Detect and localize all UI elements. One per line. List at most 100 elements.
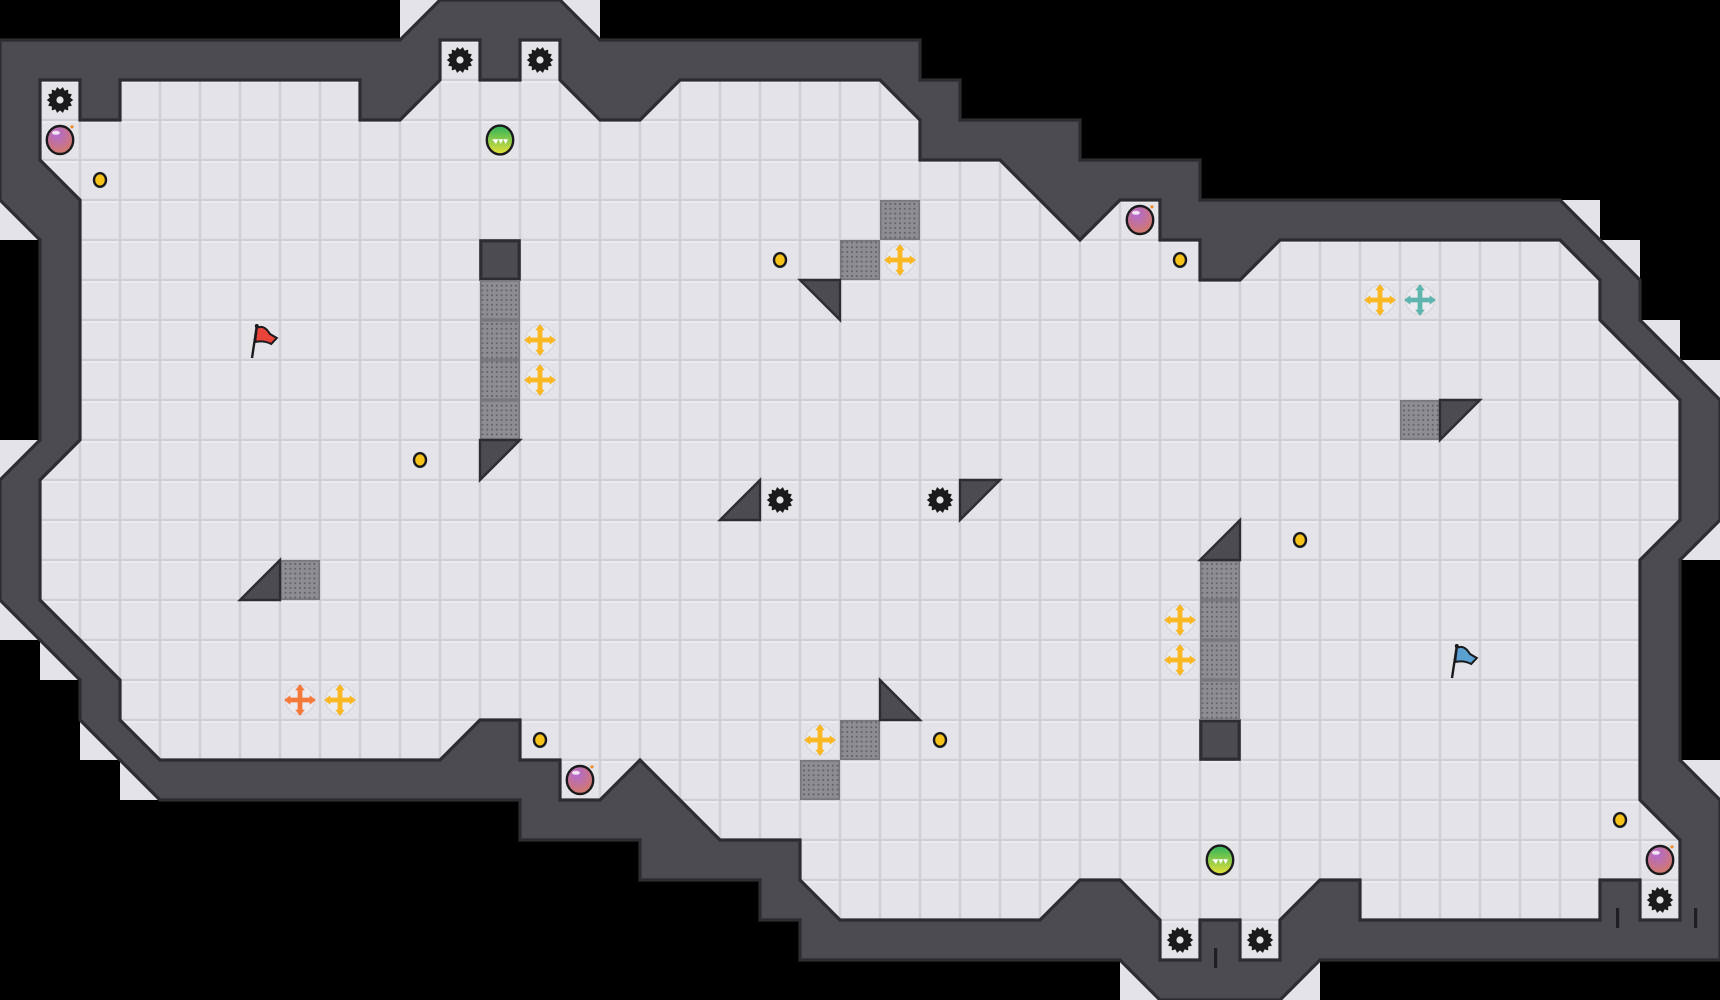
- arrow-head: [1189, 655, 1196, 665]
- gear-hazard-icon[interactable]: [926, 487, 954, 513]
- move-cross: [330, 690, 350, 710]
- arrow-head: [324, 695, 331, 705]
- bomb-shine: [1132, 210, 1140, 215]
- gear-hazard-icon[interactable]: [1246, 927, 1274, 953]
- move-arrows-icon[interactable]: [1364, 284, 1396, 316]
- coin-icon[interactable]: [772, 251, 788, 268]
- gear-hole: [936, 496, 944, 504]
- arrow-head: [1189, 615, 1196, 625]
- move-cross: [890, 250, 910, 270]
- grate-block: [1200, 600, 1241, 641]
- arrow-head: [549, 335, 556, 345]
- move-arrows-icon[interactable]: [324, 684, 356, 716]
- bomb-body: [45, 124, 75, 156]
- arrow-head: [335, 709, 345, 716]
- bomb-fuse: [1150, 205, 1154, 209]
- move-arrows-icon[interactable]: [1164, 604, 1196, 636]
- arrow-head: [1375, 284, 1385, 291]
- bomb-shine: [52, 130, 60, 135]
- move-cross: [530, 370, 550, 390]
- arrow-head: [1175, 629, 1185, 636]
- coin-icon[interactable]: [92, 171, 108, 188]
- move-arrows-icon[interactable]: [1404, 284, 1436, 316]
- arrow-head: [895, 244, 905, 251]
- arrow-head: [1415, 309, 1425, 316]
- coin-icon[interactable]: [1292, 531, 1308, 548]
- coin-icon[interactable]: [932, 731, 948, 748]
- move-arrows-icon[interactable]: [524, 324, 556, 356]
- arrow-head: [804, 735, 811, 745]
- green-orb-icon[interactable]: [485, 124, 515, 156]
- arrow-head: [524, 375, 531, 385]
- move-arrows-icon[interactable]: [284, 684, 316, 716]
- wall-mark: [1694, 908, 1698, 928]
- gear-hole: [1256, 936, 1264, 944]
- grate-block: [480, 279, 521, 320]
- grate-block: [1200, 560, 1241, 601]
- grate-block: [1200, 680, 1241, 721]
- arrow-head: [335, 684, 345, 691]
- gear-hole: [776, 496, 784, 504]
- arrow-head: [1175, 644, 1185, 651]
- move-cross: [1170, 610, 1190, 630]
- gear-hazard-icon[interactable]: [446, 47, 474, 73]
- move-cross: [810, 730, 830, 750]
- arrow-head: [309, 695, 316, 705]
- floor-area[interactable]: [38, 38, 1682, 962]
- grate-block: [880, 199, 921, 240]
- flag-cloth: [254, 325, 279, 346]
- move-arrows-icon[interactable]: [804, 724, 836, 756]
- bomb-icon[interactable]: [565, 764, 595, 796]
- bomb-fuse: [590, 765, 594, 769]
- arrow-head: [535, 324, 545, 331]
- arrow-head: [549, 375, 556, 385]
- grate-block: [840, 720, 881, 761]
- gear-hazard-icon[interactable]: [46, 87, 74, 113]
- ramp-triangle: [958, 478, 1003, 523]
- arrow-head: [535, 389, 545, 396]
- gear-hazard-icon[interactable]: [526, 47, 554, 73]
- bomb-body: [1645, 844, 1675, 876]
- wall-block: [1199, 719, 1241, 761]
- grate-block: [480, 320, 521, 361]
- grate-block: [480, 400, 521, 441]
- bomb-fuse: [1670, 845, 1674, 849]
- red-flag-icon[interactable]: [250, 324, 279, 359]
- bomb-icon[interactable]: [1125, 204, 1155, 236]
- ramp-triangle: [878, 677, 923, 722]
- move-cross: [1410, 290, 1430, 310]
- arrow-head: [295, 709, 305, 716]
- gear-hazard-icon[interactable]: [1646, 887, 1674, 913]
- blue-flag-icon[interactable]: [1450, 644, 1479, 679]
- arrow-head: [284, 695, 291, 705]
- move-arrows-icon[interactable]: [524, 364, 556, 396]
- coin-icon[interactable]: [1172, 251, 1188, 268]
- coin-icon[interactable]: [412, 451, 428, 468]
- arrow-head: [909, 255, 916, 265]
- green-orb-icon[interactable]: [1205, 844, 1235, 876]
- grate-block: [840, 239, 881, 280]
- bomb-icon[interactable]: [45, 124, 75, 156]
- coin-icon[interactable]: [532, 731, 548, 748]
- move-arrows-icon[interactable]: [884, 244, 916, 276]
- grate-block: [279, 560, 320, 601]
- arrow-head: [1364, 295, 1371, 305]
- arrow-head: [1415, 284, 1425, 291]
- gear-hazard-icon[interactable]: [1166, 927, 1194, 953]
- move-cross: [290, 690, 310, 710]
- coin-icon[interactable]: [1612, 811, 1628, 828]
- arrow-head: [1429, 295, 1436, 305]
- gear-hazard-icon[interactable]: [766, 487, 794, 513]
- gear-hole: [456, 56, 464, 64]
- obstacles: [237, 199, 1483, 801]
- arrow-head: [524, 335, 531, 345]
- gear-hole: [536, 56, 544, 64]
- bomb-shine: [572, 770, 580, 775]
- gear-hole: [1176, 936, 1184, 944]
- arrow-head: [1175, 669, 1185, 676]
- orb-teeth: [492, 139, 508, 144]
- bomb-icon[interactable]: [1645, 844, 1675, 876]
- arrow-head: [1404, 295, 1411, 305]
- move-arrows-icon[interactable]: [1164, 644, 1196, 676]
